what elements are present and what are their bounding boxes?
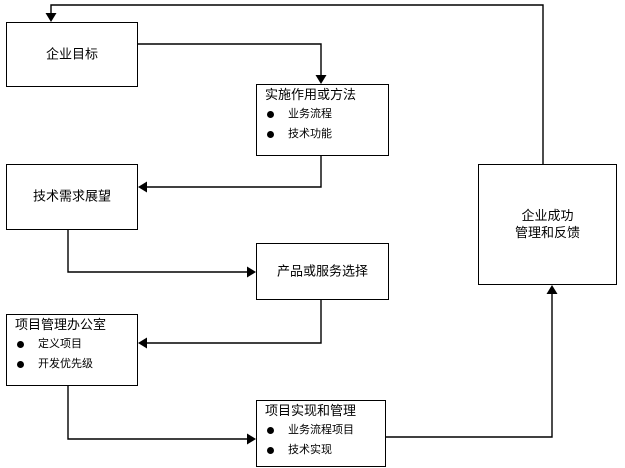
node-project-management-office[interactable]: 项目管理办公室定义项目开发优先级 — [6, 314, 138, 386]
node-text-wrap: 企业目标 — [7, 46, 137, 63]
node-bullet-item: 开发优先级 — [7, 354, 137, 374]
connector-edge-goal-to-implementation — [138, 43, 322, 78]
node-title: 项目实现和管理 — [265, 404, 357, 419]
node-bullet-label: 业务流程项目 — [288, 423, 354, 436]
node-text-wrap: 产品或服务选择 — [257, 263, 388, 280]
node-bullet-item: 技术实现 — [257, 440, 385, 460]
bullet-dot-icon — [267, 130, 274, 138]
node-text-wrap: 技术需求展望 — [7, 189, 137, 206]
node-bullet-label: 技术功能 — [288, 127, 332, 140]
node-bullet-item: 业务流程 — [257, 104, 388, 124]
bullet-dot-icon — [267, 446, 274, 454]
node-product-or-service-selection[interactable]: 产品或服务选择 — [256, 243, 389, 300]
node-enterprise-success[interactable]: 企业成功管理和反馈 — [478, 164, 617, 285]
node-bullet-list: 业务流程技术功能 — [257, 104, 388, 144]
node-bullet-list: 业务流程项目技术实现 — [257, 420, 385, 460]
node-bullet-item: 技术功能 — [257, 124, 388, 144]
node-title: 产品或服务选择 — [276, 264, 368, 279]
connector-edge-product-to-pmo — [144, 300, 322, 344]
node-bullet-item: 业务流程项目 — [257, 420, 385, 440]
connector-edge-pmo-to-project-implementation — [67, 386, 250, 440]
connector-edge-technology-to-product — [67, 230, 250, 273]
node-bullet-label: 技术实现 — [288, 443, 332, 456]
node-bullet-list: 定义项目开发优先级 — [7, 334, 137, 374]
arrowhead-icon — [45, 13, 57, 22]
connector-edge-success-to-goal — [50, 4, 544, 164]
connector-edge-implementation-to-technology — [144, 156, 322, 188]
node-title-line2: 管理和反馈 — [514, 225, 580, 241]
node-text-wrap: 企业成功管理和反馈 — [479, 208, 616, 242]
node-title: 项目管理办公室 — [15, 318, 107, 333]
node-title: 实施作用或方法 — [265, 88, 357, 103]
node-technology-demand-outlook[interactable]: 技术需求展望 — [6, 164, 138, 230]
node-bullet-label: 开发优先级 — [38, 357, 93, 370]
bullet-dot-icon — [267, 110, 274, 118]
arrowhead-icon — [247, 266, 256, 278]
node-project-implementation-and-management[interactable]: 项目实现和管理业务流程项目技术实现 — [256, 400, 386, 467]
connector-edge-project-implementation-to-success — [386, 291, 553, 438]
arrowhead-icon — [247, 433, 256, 445]
node-title: 企业成功 — [521, 208, 574, 224]
node-enterprise-goal[interactable]: 企业目标 — [6, 22, 138, 87]
node-bullet-label: 业务流程 — [288, 107, 332, 120]
arrowhead-icon — [138, 337, 147, 349]
bullet-dot-icon — [17, 340, 24, 348]
node-bullet-label: 定义项目 — [38, 337, 82, 350]
arrowhead-icon — [315, 75, 327, 84]
node-title: 企业目标 — [45, 47, 98, 62]
node-bullet-item: 定义项目 — [7, 334, 137, 354]
bullet-dot-icon — [267, 426, 274, 434]
arrowhead-icon — [546, 285, 558, 294]
node-implementation-role-or-method[interactable]: 实施作用或方法业务流程技术功能 — [256, 84, 389, 156]
bullet-dot-icon — [17, 360, 24, 368]
node-title: 技术需求展望 — [32, 189, 111, 205]
arrowhead-icon — [138, 181, 147, 193]
